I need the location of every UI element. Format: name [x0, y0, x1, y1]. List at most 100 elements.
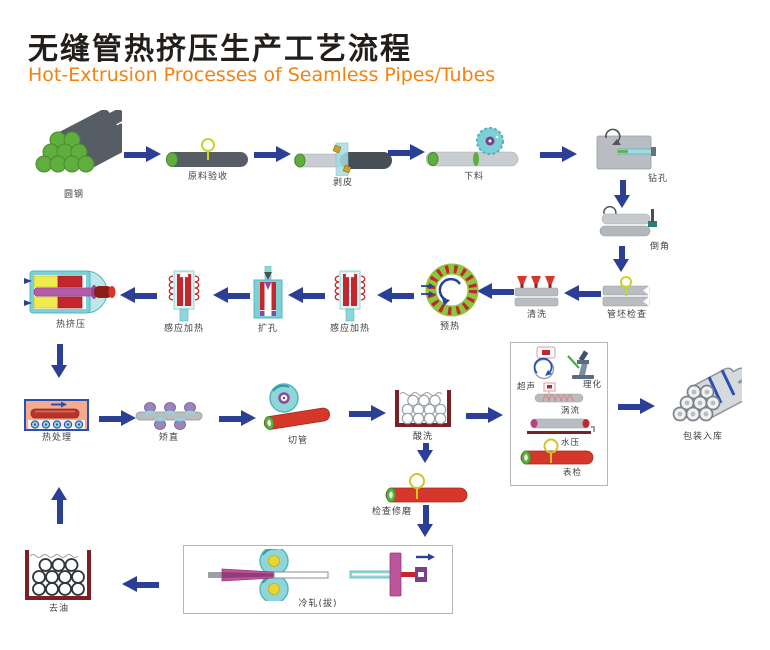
step-label: 清洗 [526, 310, 547, 320]
step-label: 感应加热 [164, 324, 205, 334]
step-label: 预热 [439, 322, 460, 332]
round-steel-bundle-icon [35, 110, 122, 173]
flow-arrow-down [51, 344, 68, 378]
microscope-icon [567, 350, 594, 379]
step-drilling: 钻孔 [594, 124, 667, 184]
chamfering-tool-icon [599, 206, 657, 237]
step-billet-inspection: 管坯检查 [602, 276, 652, 320]
cold-rolling-label: 冷轧(拔) [298, 599, 338, 609]
step-label: 管坯检查 [606, 310, 647, 320]
flow-arrow-right [466, 407, 503, 424]
step-pickling: 酸洗 [394, 384, 452, 442]
pipe-magnifier-icon [385, 473, 468, 503]
straightening-rollers-icon [135, 402, 203, 430]
step-induction-heating-1: 感应加热 [330, 268, 370, 334]
hole-expander-icon [253, 266, 283, 319]
step-label: 剥皮 [332, 178, 353, 188]
flow-arrow-left [122, 576, 159, 593]
page-title: 无缝管热挤压生产工艺流程 [28, 32, 412, 67]
flow-arrow-down [417, 443, 434, 463]
step-cutting: 下料 [426, 126, 522, 182]
flow-arrow-left [377, 287, 414, 304]
flow-arrow-right [219, 410, 256, 427]
drawing-die-icon [349, 552, 435, 597]
flow-arrow-right [388, 144, 425, 161]
drilling-machine-icon [596, 128, 656, 170]
flow-arrow-left [288, 287, 325, 304]
eddy-current-coil-icon [534, 382, 584, 403]
circular-saw-cutting-icon [426, 127, 519, 167]
billet-magnifier-icon [602, 276, 650, 307]
step-label: 去油 [48, 604, 69, 614]
testing-icons [520, 346, 595, 465]
flow-arrow-left [477, 283, 514, 300]
test-label-physchem: 理化 [583, 380, 603, 390]
peeling-tool-icon [294, 142, 392, 176]
step-label: 酸洗 [412, 432, 433, 442]
test-label-hydro-test: 水压 [561, 438, 581, 448]
flow-arrow-up [51, 487, 68, 524]
induction-heater-icon [168, 270, 200, 322]
flow-arrow-right [99, 410, 136, 427]
testing-panel: 超声 理化 涡流 水压 表检 [510, 342, 608, 486]
cold-rolling-icons [208, 549, 435, 601]
page-subtitle: Hot-Extrusion Processes of Seamless Pipe… [28, 64, 496, 86]
test-label-ultrasonic: 超声 [517, 382, 537, 392]
step-heat-treatment: 热处理 [24, 399, 90, 443]
pipe-bundle-icon [672, 367, 742, 422]
step-straightening: 矫直 [134, 401, 204, 443]
step-label: 矫直 [158, 433, 179, 443]
hydro-test-icon [527, 418, 595, 434]
step-packing: 包装入库 [664, 366, 742, 442]
flow-arrow-right [540, 146, 577, 163]
step-hole-expanding: 扩孔 [250, 266, 286, 334]
step-label: 原料验收 [187, 172, 228, 182]
flow-arrow-right [124, 146, 161, 163]
spray-cleaning-icon [514, 276, 559, 307]
ultrasonic-gauge-icon [533, 346, 556, 380]
ring-furnace-icon [421, 263, 479, 317]
step-preheating: 预热 [420, 262, 480, 332]
step-round-steel: 圆钢 [26, 110, 122, 200]
step-label: 倒角 [649, 242, 670, 252]
step-chamfering: 倒角 [596, 206, 669, 252]
flow-arrow-down [614, 180, 631, 208]
step-inspection-grinding: 检查修磨 [372, 472, 470, 517]
step-hot-extrusion: 热挤压 [24, 266, 118, 330]
flow-arrow-right [254, 146, 291, 163]
step-label: 热处理 [41, 433, 72, 443]
step-label: 钻孔 [647, 174, 668, 184]
flow-arrow-down [417, 505, 434, 537]
flow-arrow-left [564, 285, 601, 302]
flow-arrow-right [618, 398, 655, 415]
pickling-tank-icon [395, 390, 451, 427]
step-raw-material-inspection: 原料验收 [164, 136, 252, 182]
cold-rolling-panel: 冷轧(拔) [183, 545, 453, 614]
surface-inspection-icon [520, 438, 594, 465]
step-pipe-cutting: 切管 [260, 382, 336, 446]
pipe-saw-icon [263, 383, 331, 431]
step-induction-heating-2: 感应加热 [164, 268, 204, 334]
step-label: 切管 [287, 436, 308, 446]
induction-heater-icon [334, 270, 366, 322]
flow-arrow-right [349, 405, 386, 422]
step-peeling: 剥皮 [294, 140, 392, 188]
flow-arrow-down [613, 246, 630, 272]
extrusion-press-icon [24, 270, 116, 314]
step-degreasing: 去油 [24, 544, 94, 614]
step-label: 包装入库 [682, 432, 723, 442]
step-label: 检查修磨 [372, 507, 413, 517]
flow-arrow-left [213, 287, 250, 304]
rolling-mill-icon [208, 549, 329, 601]
step-label: 下料 [463, 172, 484, 182]
test-label-eddy-current: 涡流 [561, 406, 581, 416]
step-label: 圆钢 [63, 190, 84, 200]
step-cleaning: 清洗 [514, 272, 560, 320]
test-label-surface-inspection: 表检 [563, 468, 583, 478]
rod-with-magnifier-icon [166, 138, 248, 167]
flow-arrow-left [120, 287, 157, 304]
step-label: 扩孔 [257, 324, 278, 334]
heat-treatment-furnace-icon [24, 399, 89, 431]
step-label: 热挤压 [55, 320, 86, 330]
